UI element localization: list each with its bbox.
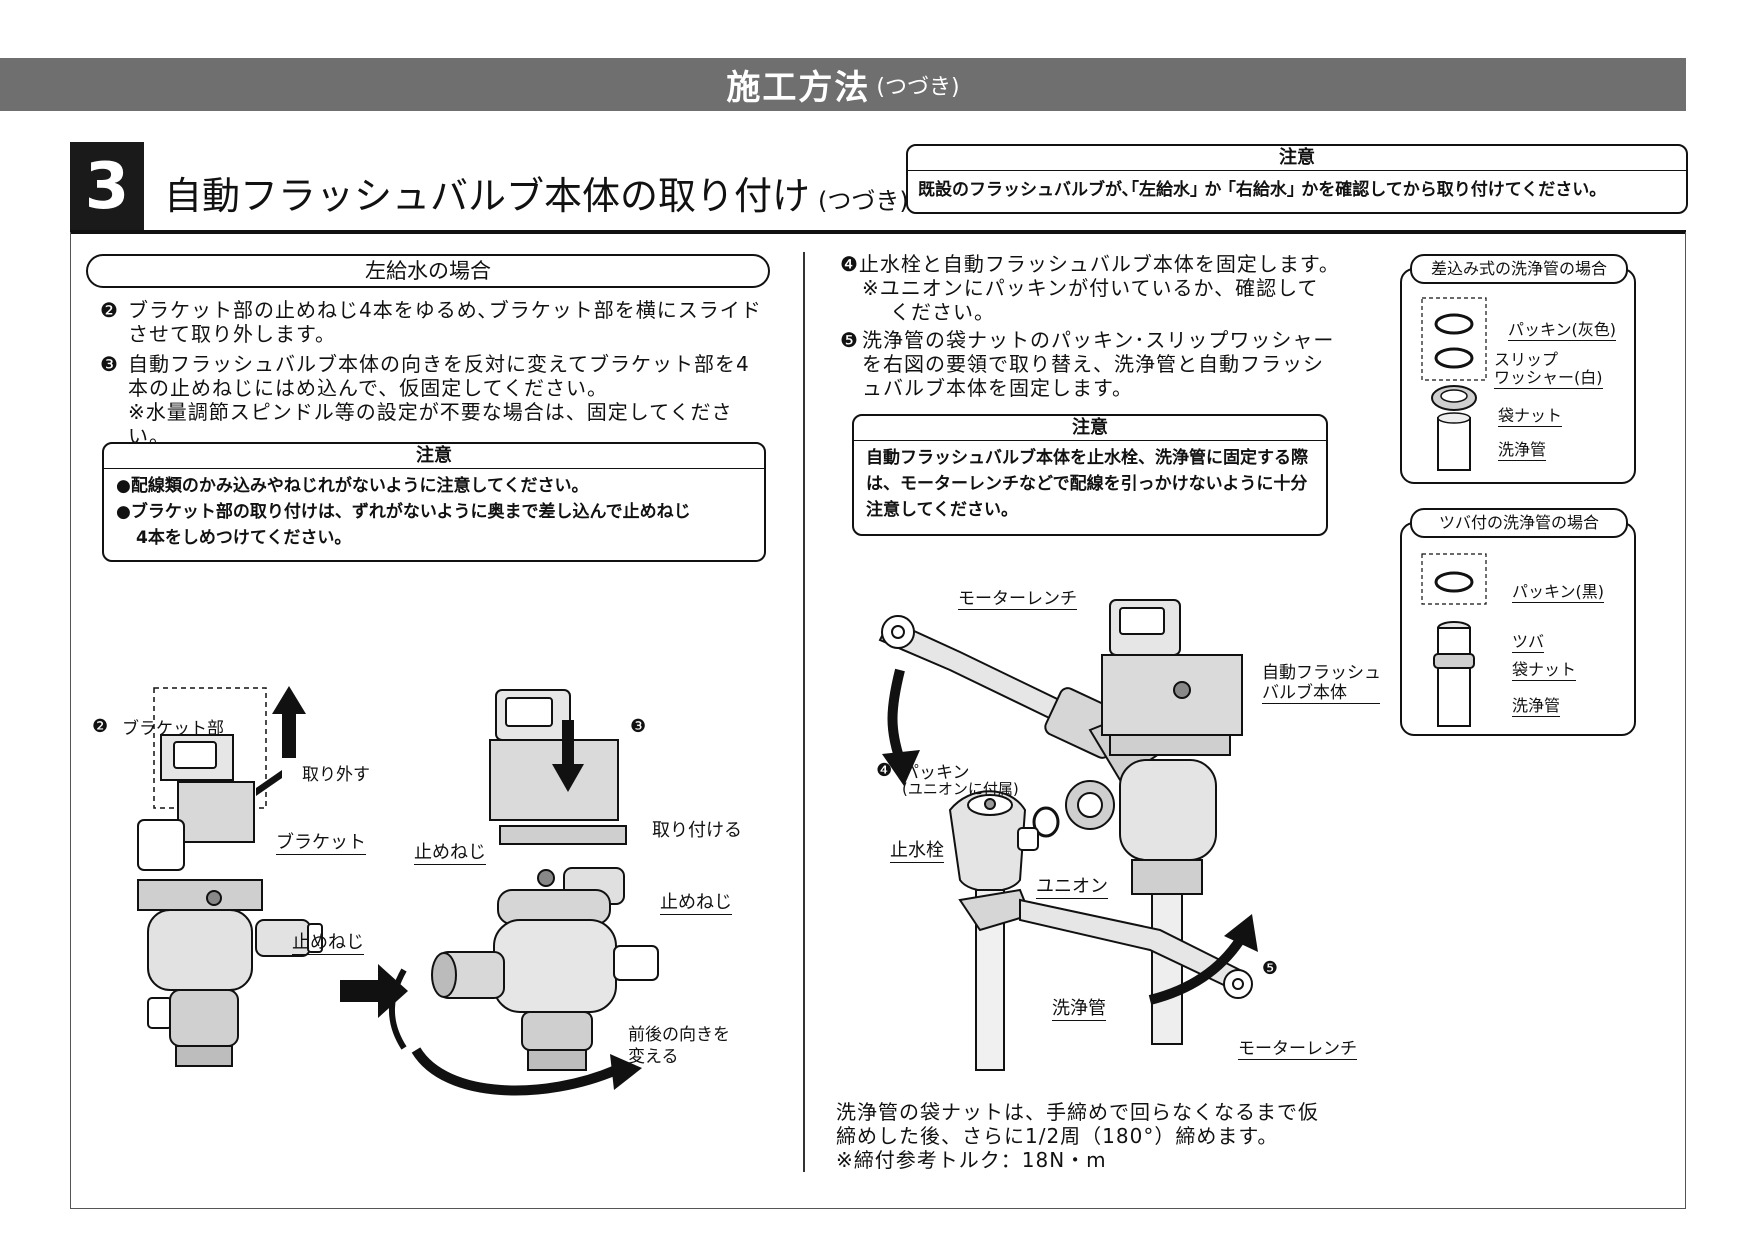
left-caution-line2: ●ブラケット部の取り付けは、ずれがないように奥まで差し込んで止めねじ xyxy=(116,502,691,522)
left-step3-mark: ❸ xyxy=(100,352,119,376)
bottom-note-1: 洗浄管の袋ナットは、手締めで回らなくなるまで仮 xyxy=(836,1100,1319,1124)
left-caution-line1: ●配線類のかみ込みやねじれがないように注意してください。 xyxy=(116,476,589,496)
label-union: ユニオン xyxy=(1036,872,1108,899)
right-step5-text: 洗浄管の袋ナットのパッキン･スリップワッシャーを右図の要領で取り替え、洗浄管と自… xyxy=(862,328,1335,400)
right-step4-note2: ください。 xyxy=(890,300,995,324)
step-number: 3 xyxy=(70,142,144,232)
side1-slip-1: スリップ xyxy=(1494,350,1559,369)
fig-mark-2: ❷ xyxy=(92,716,109,737)
stop-valve xyxy=(948,790,1039,1071)
valve-assembly-left xyxy=(137,687,323,1067)
label-bracket-part: ブラケット部 xyxy=(122,719,224,739)
label-reverse-2: 変える xyxy=(628,1047,679,1067)
content-frame xyxy=(70,232,1686,1209)
top-caution-text: 既設のフラッシュバルブが､｢左給水｣ か ｢右給水｣ かを確認してから取り付けて… xyxy=(918,180,1607,200)
side1-slip-2: ワッシャー(白) xyxy=(1494,364,1603,389)
label-motor-wrench-bottom: モーターレンチ xyxy=(1238,1034,1357,1060)
side2-title: ツバ付の洗浄管の場合 xyxy=(1410,508,1628,538)
fig-mark-4: ❹ xyxy=(876,760,893,781)
left-caution-box: 注意 ●配線類のかみ込みやねじれがないように注意してください。 ●ブラケット部の… xyxy=(102,442,766,562)
label-screw-a: 止めねじ xyxy=(292,928,364,955)
side1-packing: パッキン(灰色) xyxy=(1508,316,1617,341)
label-packing-note: (ユニオンに付属) xyxy=(902,780,1019,798)
label-packing: パッキン xyxy=(902,763,970,783)
step-title-text: 自動フラッシュバルブ本体の取り付け xyxy=(164,174,811,218)
label-reverse-1: 前後の向きを xyxy=(628,1025,730,1045)
left-step3-text: 自動フラッシュバルブ本体の向きを反対に変えてブラケット部を4本の止めねじにはめ込… xyxy=(128,352,750,400)
label-motor-wrench-top: モーターレンチ xyxy=(958,584,1077,610)
right-caution-text: 自動フラッシュバルブ本体を止水栓、洗浄管に固定する際は、モーターレンチなどで配線… xyxy=(866,448,1308,520)
left-step2: ❷ ブラケット部の止めねじ4本をゆるめ､ブラケット部を横にスライドさせて取り外し… xyxy=(100,298,764,346)
motor-wrench-bottom xyxy=(958,888,1253,999)
side2-flange: ツバ xyxy=(1512,628,1545,653)
left-step2-text: ブラケット部の止めねじ4本をゆるめ､ブラケット部を横にスライドさせて取り外します… xyxy=(128,298,762,346)
label-flush-pipe: 洗浄管 xyxy=(1052,994,1106,1021)
side1-pipe: 洗浄管 xyxy=(1498,436,1547,461)
left-step3: ❸ 自動フラッシュバルブ本体の向きを反対に変えてブラケット部を4本の止めねじには… xyxy=(100,352,764,448)
label-stop-valve: 止水栓 xyxy=(890,836,944,863)
right-caution-title: 注意 xyxy=(854,416,1326,441)
step-title-sub: (つづき) xyxy=(818,187,909,215)
fig-mark-3: ❸ xyxy=(630,716,647,737)
fig-mark-5: ❺ xyxy=(1262,958,1279,979)
label-valve-body-1: 自動フラッシュ xyxy=(1262,663,1381,683)
left-caution-line3: 4本をしめつけてください。 xyxy=(136,528,352,548)
side2-pipe: 洗浄管 xyxy=(1512,692,1561,717)
flush-valve-body xyxy=(1065,599,1243,1045)
bottom-note: 洗浄管の袋ナットは、手締めで回らなくなるまで仮 締めした後、さらに1/2周（18… xyxy=(836,1100,1356,1172)
side1-illustration xyxy=(1421,297,1487,471)
left-section-title: 左給水の場合 xyxy=(86,254,770,288)
top-caution-title: 注意 xyxy=(908,146,1686,171)
right-step5-mark: ❺ xyxy=(840,328,859,352)
side2-packing: パッキン(黒) xyxy=(1512,578,1605,603)
attach-arrow xyxy=(552,720,584,792)
page-header: 施工方法 (つづき) xyxy=(0,58,1686,111)
right-illustration xyxy=(878,599,1258,1071)
label-valve-body-2: バルブ本体 xyxy=(1262,678,1380,704)
packing-ring xyxy=(1032,806,1060,838)
bottom-note-3: ※締付参考トルク：18N・m xyxy=(836,1148,1107,1172)
right-caution-box: 注意 自動フラッシュバルブ本体を止水栓、洗浄管に固定する際は、モーターレンチなど… xyxy=(852,414,1328,536)
right-step4-note1: ※ユニオンにパッキンが付いているか、確認して xyxy=(862,276,1319,300)
rotate-arrow xyxy=(411,1047,618,1096)
side2-illustration xyxy=(1421,553,1487,727)
right-step4: ❹止水栓と自動フラッシュバルブ本体を固定します。 ※ユニオンにパッキンが付いてい… xyxy=(840,252,1346,324)
left-step2-mark: ❷ xyxy=(100,298,119,322)
side1-title: 差込み式の洗浄管の場合 xyxy=(1410,254,1628,284)
label-screw-b: 止めねじ xyxy=(414,838,486,865)
valve-assembly-right xyxy=(431,689,659,1071)
label-bracket: ブラケット xyxy=(276,828,366,855)
remove-arrow xyxy=(256,686,306,796)
side1-nut: 袋ナット xyxy=(1498,402,1563,427)
top-caution-box: 注意 既設のフラッシュバルブが､｢左給水｣ か ｢右給水｣ かを確認してから取り… xyxy=(906,144,1688,214)
left-caution-title: 注意 xyxy=(104,444,764,469)
right-step4-text: ❹止水栓と自動フラッシュバルブ本体を固定します。 xyxy=(840,252,1340,276)
page-subtitle: (つづき) xyxy=(876,74,960,100)
left-illustration xyxy=(137,686,659,1096)
bottom-note-2: 締めした後、さらに1/2周（180°）締めます。 xyxy=(836,1124,1279,1148)
side2-nut: 袋ナット xyxy=(1512,656,1577,681)
step-title: 自動フラッシュバルブ本体の取り付け(つづき) xyxy=(164,165,909,220)
label-attach: 取り付ける xyxy=(652,820,742,841)
left-step3-note: ※水量調節スピンドル等の設定が不要な場合は、固定してください。 xyxy=(128,400,733,448)
label-remove: 取り外す xyxy=(302,765,370,785)
label-screw-c: 止めねじ xyxy=(660,888,732,915)
right-step5: ❺ 洗浄管の袋ナットのパッキン･スリップワッシャーを右図の要領で取り替え、洗浄管… xyxy=(840,328,1340,400)
title-rule xyxy=(70,230,1686,234)
tighten-arrow-top xyxy=(887,668,905,762)
tighten-arrow-bottom xyxy=(1148,937,1245,1005)
column-divider xyxy=(803,252,805,1172)
page-title: 施工方法 xyxy=(726,68,871,108)
